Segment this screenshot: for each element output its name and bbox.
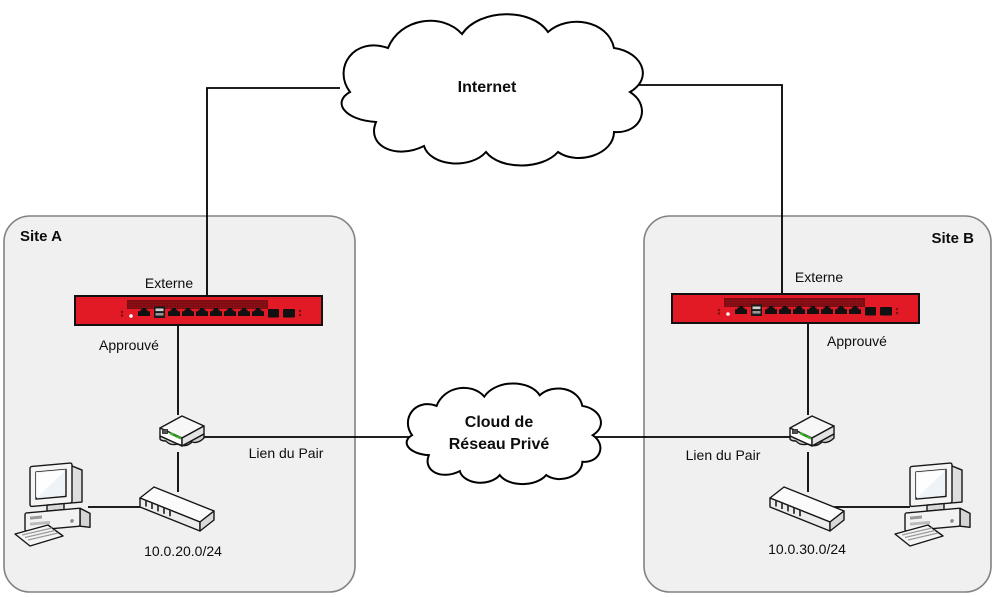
site-a-title: Site A bbox=[20, 228, 62, 245]
firewall-a bbox=[75, 296, 322, 325]
firewall-b bbox=[672, 294, 919, 323]
site-b-subnet-label: 10.0.30.0/24 bbox=[768, 541, 846, 557]
internet-label: Internet bbox=[458, 79, 517, 96]
private-network-cloud bbox=[405, 382, 602, 485]
site-a-peer-link-label: Lien du Pair bbox=[249, 445, 324, 461]
connection-internet-to-firewall-a bbox=[206, 87, 340, 296]
site-b-external-label: Externe bbox=[795, 269, 843, 285]
private-cloud-label-line2: Réseau Privé bbox=[449, 436, 550, 453]
site-b-peer-link-label: Lien du Pair bbox=[686, 447, 761, 463]
site-a-trusted-label: Approuvé bbox=[99, 337, 159, 353]
site-a-external-label: Externe bbox=[145, 275, 193, 291]
private-cloud-label-line1: Cloud de bbox=[465, 414, 534, 431]
site-b-title: Site B bbox=[931, 230, 974, 247]
site-a-subnet-label: 10.0.20.0/24 bbox=[144, 543, 222, 559]
site-b-trusted-label: Approuvé bbox=[827, 333, 887, 349]
connection-internet-to-firewall-b bbox=[632, 84, 783, 295]
